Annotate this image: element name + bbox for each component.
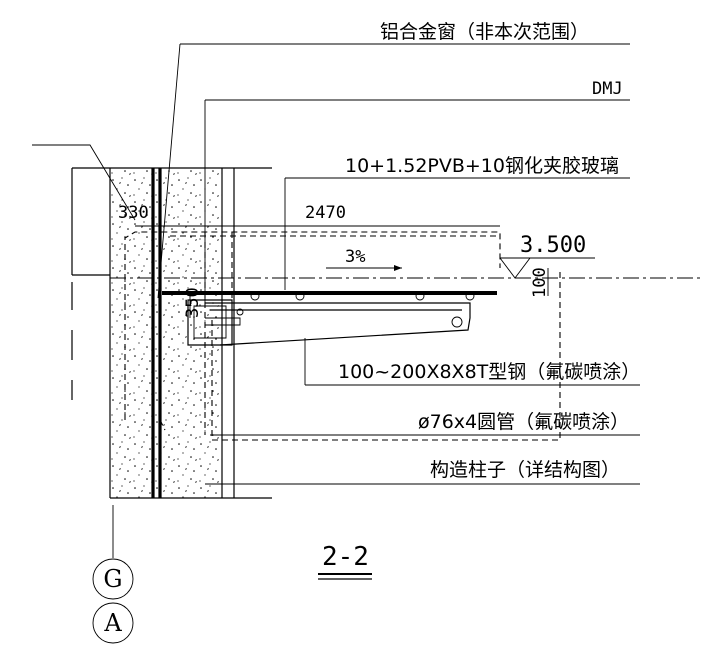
slope-label: 3% (345, 247, 365, 267)
glass-panel (162, 291, 497, 301)
small-dimension: 350 (183, 287, 203, 318)
dimension-lines (135, 225, 595, 318)
axis-bubble-g (92, 558, 134, 600)
axis-a-label: A (103, 609, 122, 637)
steel-beam (187, 299, 471, 346)
steel-label: 100~200X8X8T型钢（氟碳喷涂） (338, 361, 640, 383)
pipe-label: ø76x4圆管（氟碳喷涂） (418, 411, 629, 433)
axis-bubbles: G A (92, 505, 134, 644)
hidden-lines (124, 231, 561, 441)
left-dimension: 330 (118, 203, 149, 223)
window-label: 铝合金窗（非本次范围） (380, 21, 589, 43)
concrete-wall (71, 167, 272, 499)
leaders (32, 43, 640, 485)
axis-bubble-a (92, 602, 134, 644)
dmj-label: DMJ (592, 79, 623, 99)
column-label: 构造柱子（详结构图） (430, 459, 620, 481)
axis-g-label: G (103, 565, 122, 593)
width-dimension: 2470 (305, 203, 346, 223)
elevation-label: 3.500 (520, 233, 586, 258)
section-title: 2-2 (322, 542, 369, 572)
window-frame (151, 168, 162, 498)
glass-label: 10+1.52PVB+10钢化夹胶玻璃 (345, 155, 619, 177)
height-dimension: 100 (530, 267, 550, 298)
